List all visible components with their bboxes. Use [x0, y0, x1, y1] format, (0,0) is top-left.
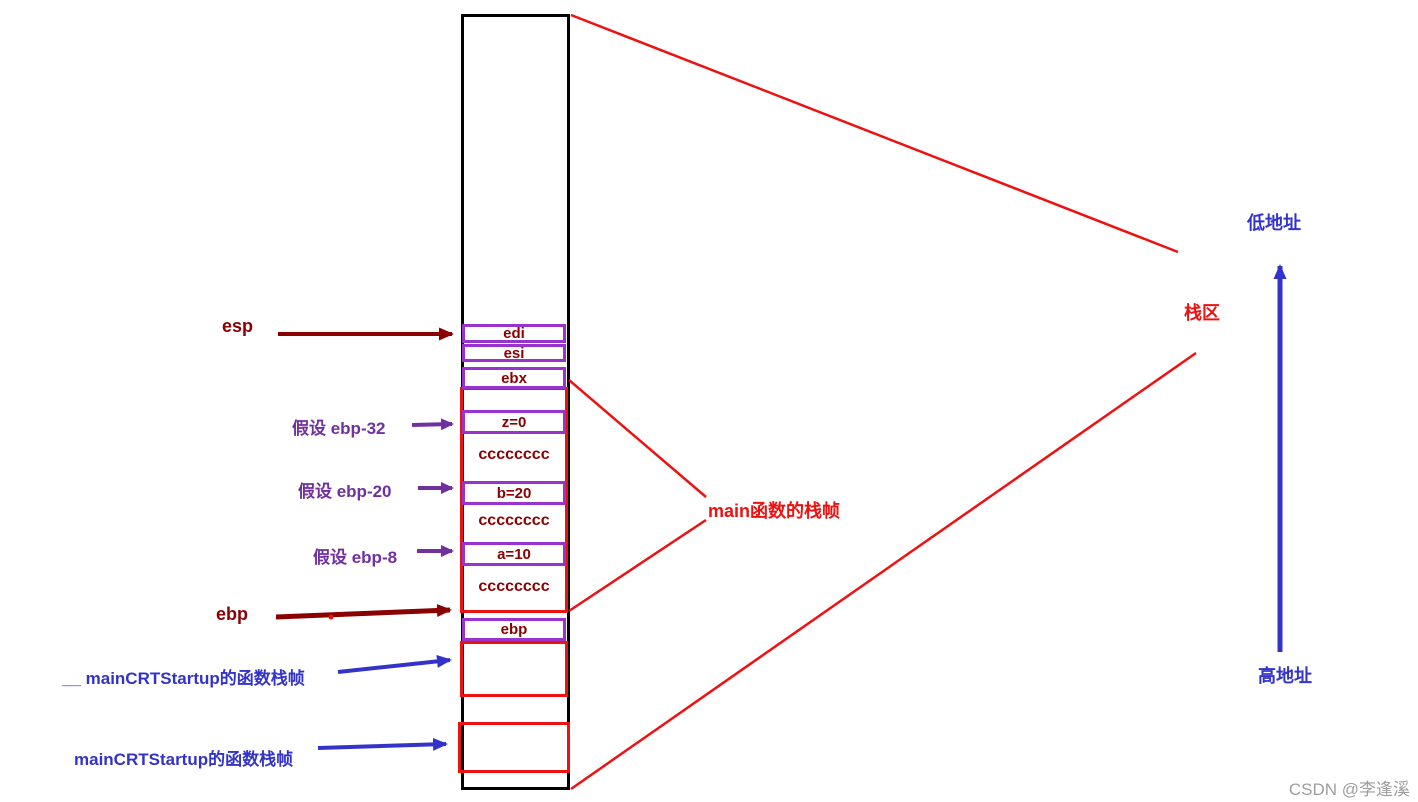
- stack-cell-esi: esi: [462, 344, 566, 362]
- main-frame-label: main函数的栈帧: [708, 501, 841, 521]
- stack-fill-cccccccc: cccccccc: [478, 578, 550, 595]
- crt-outer-frame-box: [458, 722, 570, 773]
- funnel-bottom-line: [570, 351, 1197, 791]
- crt-inner-arrow: [337, 654, 452, 674]
- crt-outer-arrow: [317, 737, 448, 751]
- stack-fill-cccccccc: cccccccc: [478, 512, 550, 529]
- stack-region-label: 栈区: [1184, 303, 1220, 323]
- crt-inner-frame-box: [460, 641, 568, 697]
- esp-label: esp: [222, 316, 254, 336]
- crt-inner-frame-label: __ mainCRTStartup的函数栈帧: [62, 669, 305, 688]
- funnel-top-line: [570, 13, 1179, 254]
- low-address-label: 低地址: [1247, 213, 1301, 233]
- stack-cell-ebp: ebp: [462, 618, 566, 641]
- watermark: CSDN @李逢溪: [1288, 780, 1410, 799]
- ebp-32-arrow: [411, 418, 454, 431]
- ebp-20-label: 假设 ebp-20: [298, 482, 392, 501]
- stack-cell-b: b=20: [462, 481, 566, 505]
- ebp-8-label: 假设 ebp-8: [313, 548, 398, 567]
- stack-fill-cccccccc: cccccccc: [478, 446, 550, 463]
- high-address-label: 高地址: [1258, 666, 1312, 686]
- main-frame-pointer-bottom: [568, 518, 707, 613]
- stack-cell-edi: edi: [462, 324, 566, 343]
- crt-outer-frame-label: mainCRTStartup的函数栈帧: [74, 750, 294, 769]
- ebp-32-label: 假设 ebp-32: [292, 419, 386, 438]
- main-frame-pointer-top: [568, 379, 707, 498]
- stack-cell-ebx: ebx: [462, 367, 566, 389]
- red-dot: [328, 614, 334, 620]
- stack-cell-a: a=10: [462, 542, 566, 566]
- ebp-arrow: [275, 604, 452, 620]
- stack-cell-z: z=0: [462, 410, 566, 434]
- ebp-label: ebp: [216, 604, 249, 624]
